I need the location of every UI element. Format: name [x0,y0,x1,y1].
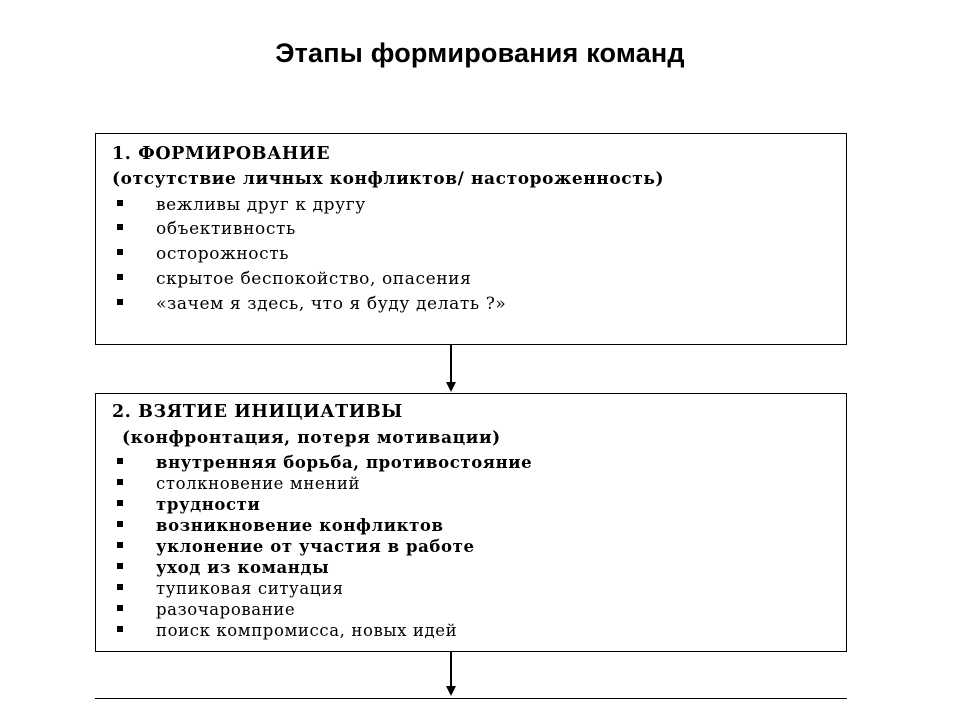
flow-arrow-line [450,652,452,688]
slide-title: Этапы формирования команд [275,38,685,68]
stage-heading: 2. ВЗЯТИЕ ИНИЦИАТИВЫ [112,402,403,422]
list-item-text: тупиковая ситуация [156,579,344,598]
bullet-icon [117,605,123,611]
bullet-icon [117,584,123,590]
flow-arrow-line [450,345,452,383]
next-stage-box-edge [95,698,847,699]
list-item-text: уклонение от участия в работе [156,537,475,556]
list-item-text: столкновение мнений [156,474,361,493]
list-item-text: осторожность [156,244,290,264]
bullet-icon [117,563,123,569]
list-item-text: возникновение конфликтов [156,516,444,535]
list-item-text: поиск компромисса, новых идей [156,621,458,640]
list-item-text: трудности [156,495,261,514]
bullet-icon [117,200,123,206]
bullet-icon [117,249,123,255]
list-item-text: уход из команды [156,558,330,577]
stage-box-forming: 1. ФОРМИРОВАНИЕ (отсутствие личных конфл… [95,133,847,345]
list-item-text: разочарование [156,600,296,619]
bullet-icon [117,299,123,305]
bullet-icon [117,274,123,280]
list-item-text: объективность [156,219,296,239]
list-item-text: скрытое беспокойство, опасения [156,269,472,289]
stage-subheading: (конфронтация, потеря мотивации) [122,428,501,448]
list-item-text: «зачем я здесь, что я буду делать ?» [156,294,507,314]
stage-box-initiative: 2. ВЗЯТИЕ ИНИЦИАТИВЫ (конфронтация, поте… [95,393,847,652]
bullet-icon [117,479,123,485]
list-item-text: внутренняя борьба, противостояние [156,453,533,472]
bullet-icon [117,458,123,464]
bullet-icon [117,500,123,506]
arrow-down-icon [446,686,456,696]
arrow-down-icon [446,382,456,392]
bullet-icon [117,626,123,632]
stage-heading: 1. ФОРМИРОВАНИЕ [112,144,331,164]
list-item-text: вежливы друг к другу [156,195,366,215]
bullet-icon [117,542,123,548]
stage-subheading: (отсутствие личных конфликтов/ настороже… [112,169,665,189]
bullet-icon [117,224,123,230]
bullet-icon [117,521,123,527]
